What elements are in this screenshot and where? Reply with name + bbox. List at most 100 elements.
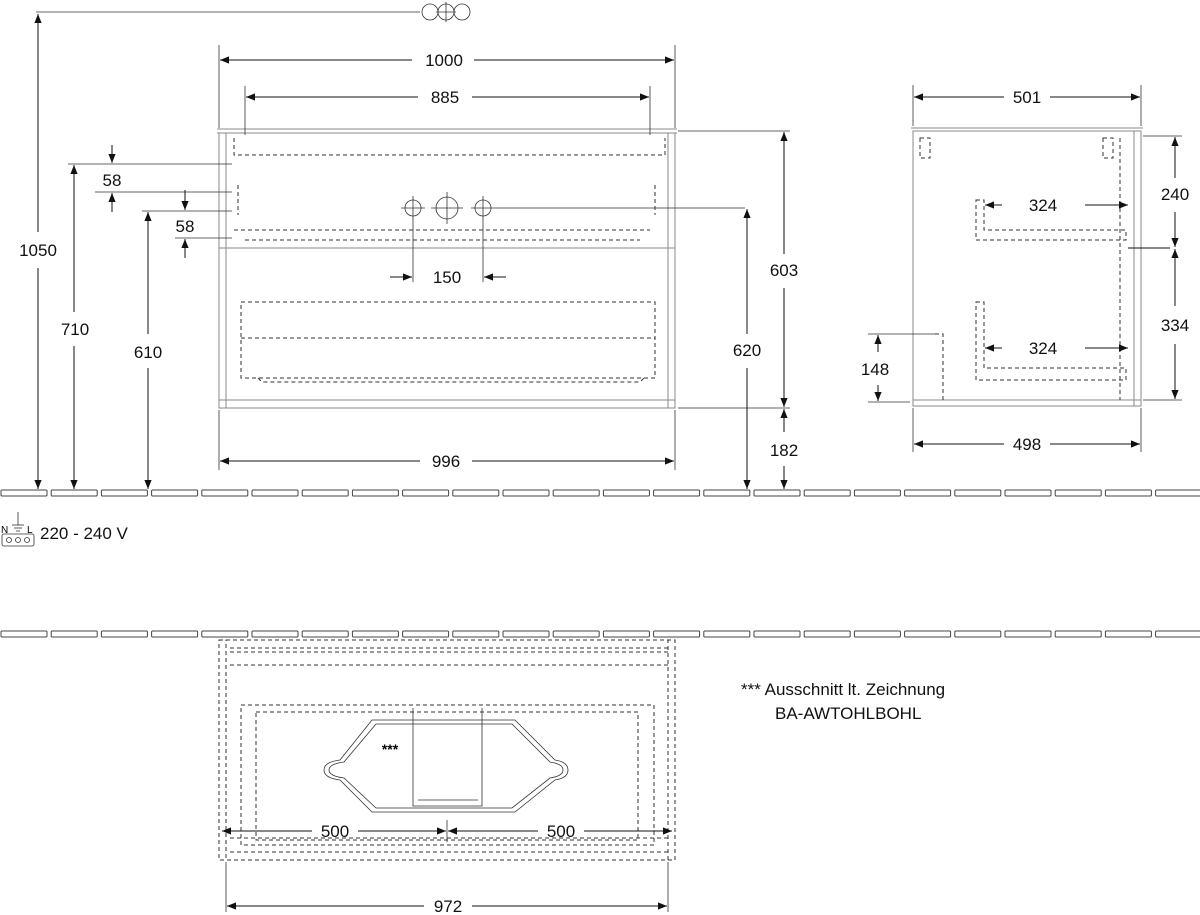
tap-hole-right-icon xyxy=(471,196,745,282)
floor-segment xyxy=(100,630,148,638)
dim-58-lower: 58 xyxy=(175,190,232,258)
floor-segment xyxy=(602,489,650,497)
floor-segment xyxy=(0,630,48,638)
dim-334: 334 xyxy=(1143,249,1189,401)
voltage-label: 220 - 240 V xyxy=(40,524,129,543)
dim-500-500: 500 500 xyxy=(222,820,672,842)
floor-segment xyxy=(0,489,48,497)
floor-segment xyxy=(502,489,550,497)
dim-501: 501 xyxy=(912,85,1142,126)
dim-240: 240 xyxy=(1143,135,1189,247)
floor-segment xyxy=(703,630,751,638)
tap-hole-center-icon xyxy=(431,192,463,224)
dim-label: 885 xyxy=(431,88,459,107)
note-line-1: *** Ausschnitt lt. Zeichnung xyxy=(741,680,945,699)
floor-segment xyxy=(703,489,751,497)
floor-segment xyxy=(502,630,550,638)
floor-segment xyxy=(251,489,299,497)
front-view: 1000 885 150 996 1050 xyxy=(19,2,798,489)
floor-segment xyxy=(602,630,650,638)
floor-segment xyxy=(803,630,851,638)
dim-972: 972 xyxy=(225,862,669,915)
floor-segment xyxy=(100,489,148,497)
floor-segment xyxy=(1155,630,1200,638)
floor-segment xyxy=(552,489,600,497)
dim-710: 710 xyxy=(61,163,232,489)
dim-1000: 1000 xyxy=(218,45,676,128)
dim-996: 996 xyxy=(218,410,676,471)
symbol-letter-l: L xyxy=(27,525,33,536)
floor-segment xyxy=(452,630,500,638)
dim-label: 501 xyxy=(1013,88,1041,107)
floor-segment xyxy=(1004,489,1052,497)
dim-1050: 1050 xyxy=(19,14,57,489)
floor-segment xyxy=(954,630,1002,638)
floor-segment xyxy=(904,489,952,497)
floor-segment xyxy=(653,630,701,638)
floor-segment xyxy=(803,489,851,497)
dim-498: 498 xyxy=(912,408,1142,454)
dim-label: 603 xyxy=(770,261,798,280)
dim-label: 498 xyxy=(1013,435,1041,454)
floor-segment xyxy=(753,489,801,497)
cutout-note: *** Ausschnitt lt. Zeichnung BA-AWTOHLBO… xyxy=(741,680,945,723)
dim-324-bottom: 324 xyxy=(985,339,1128,358)
dim-324-top: 324 xyxy=(985,196,1128,215)
dim-label: 150 xyxy=(433,268,461,287)
floor-segment xyxy=(1155,489,1200,497)
dim-label: 996 xyxy=(432,452,460,471)
floor-segment xyxy=(201,489,249,497)
floor-segment xyxy=(1104,630,1152,638)
floor-segment xyxy=(251,630,299,638)
floor-segment xyxy=(1054,630,1102,638)
top-view: *** 500 500 972 xyxy=(218,639,676,915)
floor-segment xyxy=(351,489,399,497)
dim-label: 58 xyxy=(103,171,122,190)
dim-label: 182 xyxy=(770,441,798,460)
floor-segment xyxy=(653,489,701,497)
dim-label: 334 xyxy=(1161,316,1189,335)
electrical-info: N L 220 - 240 V xyxy=(1,512,129,547)
dim-label-right: 500 xyxy=(547,822,575,841)
dim-label: 610 xyxy=(134,343,162,362)
dim-label: 148 xyxy=(861,360,889,379)
dim-603: 603 xyxy=(678,130,798,409)
floor-segment xyxy=(151,630,199,638)
dim-label: 58 xyxy=(176,217,195,236)
floor-segment xyxy=(301,489,349,497)
dim-150: 150 xyxy=(390,268,506,287)
dim-148: 148 xyxy=(861,333,935,403)
floor-segment xyxy=(1054,489,1102,497)
floor-segment xyxy=(50,489,98,497)
floor-segment xyxy=(151,489,199,497)
floor-segment xyxy=(402,630,450,638)
side-view: 501 324 324 240 334 xyxy=(861,85,1189,454)
floor-segment xyxy=(853,630,901,638)
cabinet-front xyxy=(217,128,677,409)
floor-segment xyxy=(753,630,801,638)
cabinet-side xyxy=(911,127,1143,407)
symbol-letter-n: N xyxy=(1,525,8,536)
dim-label: 972 xyxy=(434,897,462,915)
dim-885: 885 xyxy=(244,86,651,135)
dim-610: 610 xyxy=(134,210,232,489)
dim-label: 324 xyxy=(1029,196,1057,215)
dim-label: 324 xyxy=(1029,339,1057,358)
floor-segment xyxy=(50,630,98,638)
basin-cutout-icon: *** xyxy=(323,708,569,813)
floor-segment xyxy=(954,489,1002,497)
floor-segment xyxy=(1004,630,1052,638)
tap-symbol-icon xyxy=(36,2,471,22)
floor-segment xyxy=(351,630,399,638)
floor-line xyxy=(0,489,1200,497)
floor-segment xyxy=(301,630,349,638)
floor-segment xyxy=(402,489,450,497)
floor-segment xyxy=(552,630,600,638)
cutout-marker: *** xyxy=(382,741,399,757)
dim-620: 620 xyxy=(733,209,761,489)
socket-icon: N L xyxy=(1,512,35,547)
dim-label: 1050 xyxy=(19,241,57,260)
floor-segment xyxy=(1104,489,1152,497)
dim-182: 182 xyxy=(770,409,798,489)
floor-segment xyxy=(904,630,952,638)
